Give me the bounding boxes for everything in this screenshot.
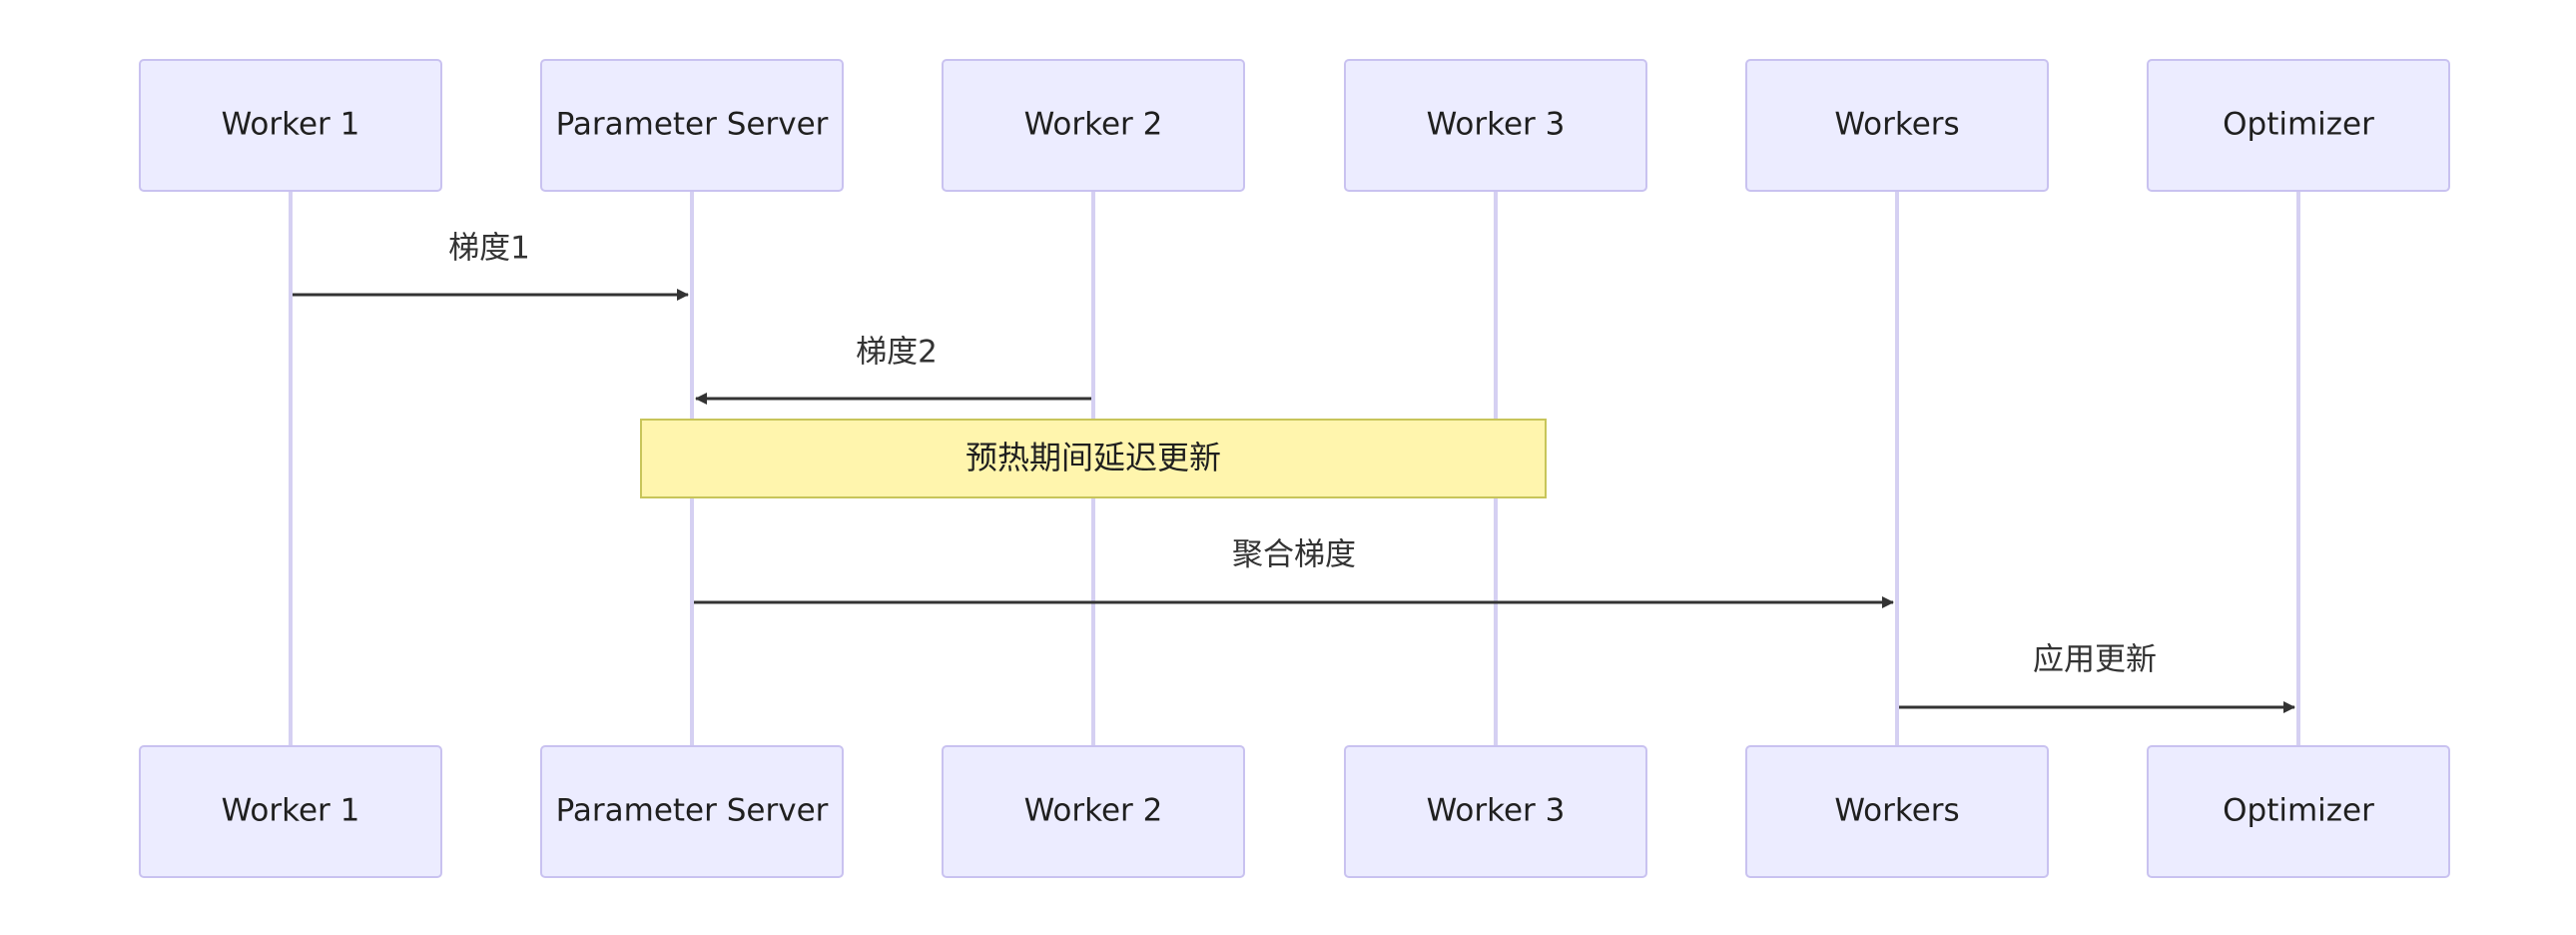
participant-box [942,745,1245,878]
messages-layer: 梯度1 梯度2 预热期间延迟更新 聚合梯度 应用更新 [293,231,2295,713]
note-warmup-delay: 预热期间延迟更新 [640,419,1547,498]
note-text: 预热期间延迟更新 [966,439,1221,476]
participant-worker-1-bottom: Worker 1 [139,745,442,878]
participant-label: Workers [1834,107,1959,143]
participant-worker-2-bottom: Worker 2 [942,745,1245,878]
participant-box [2147,745,2450,878]
participant-parameter-server-top: Parameter Server [540,59,844,192]
participant-box [942,59,1245,192]
participant-worker-3-bottom: Worker 3 [1344,745,1647,878]
participant-label: Worker 3 [1427,107,1566,143]
participant-workers-top: Workers [1745,59,2049,192]
participant-label: Worker 2 [1024,793,1163,829]
participant-workers-bottom: Workers [1745,745,2049,878]
participant-label: Optimizer [2223,793,2374,829]
message-apply-update: 应用更新 [1899,642,2295,713]
participant-box [2147,59,2450,192]
participant-label: Parameter Server [556,793,829,829]
participant-box [1344,745,1647,878]
participant-label: Worker 2 [1024,107,1163,143]
participant-label: Workers [1834,793,1959,829]
participant-worker-2-top: Worker 2 [942,59,1245,192]
top-participants: Worker 1 Parameter Server Worker 2 Worke… [139,59,2450,192]
participant-label: Worker 1 [222,107,360,143]
participant-label: Worker 1 [222,793,360,829]
participant-optimizer-bottom: Optimizer [2147,745,2450,878]
participant-box [1344,59,1647,192]
participant-label: Optimizer [2223,107,2374,143]
message-aggregate-gradient: 聚合梯度 [694,537,1894,608]
participant-worker-3-top: Worker 3 [1344,59,1647,192]
participant-box [540,745,844,878]
message-label: 梯度1 [448,231,530,267]
message-gradient-1: 梯度1 [293,231,689,301]
bottom-participants: Worker 1 Parameter Server Worker 2 Worke… [139,745,2450,878]
message-label: 应用更新 [2033,642,2157,678]
participant-box [540,59,844,192]
note-box [640,419,1547,498]
participant-worker-1-top: Worker 1 [139,59,442,192]
participant-optimizer-top: Optimizer [2147,59,2450,192]
participant-box [1745,745,2049,878]
message-label: 聚合梯度 [1232,537,1356,573]
participant-box [139,745,442,878]
participant-parameter-server-bottom: Parameter Server [540,745,844,878]
participant-label: Worker 3 [1427,793,1566,829]
message-label: 梯度2 [856,335,938,371]
participant-label: Parameter Server [556,107,829,143]
message-gradient-2: 梯度2 [695,335,1091,405]
participant-box [139,59,442,192]
participant-box [1745,59,2049,192]
